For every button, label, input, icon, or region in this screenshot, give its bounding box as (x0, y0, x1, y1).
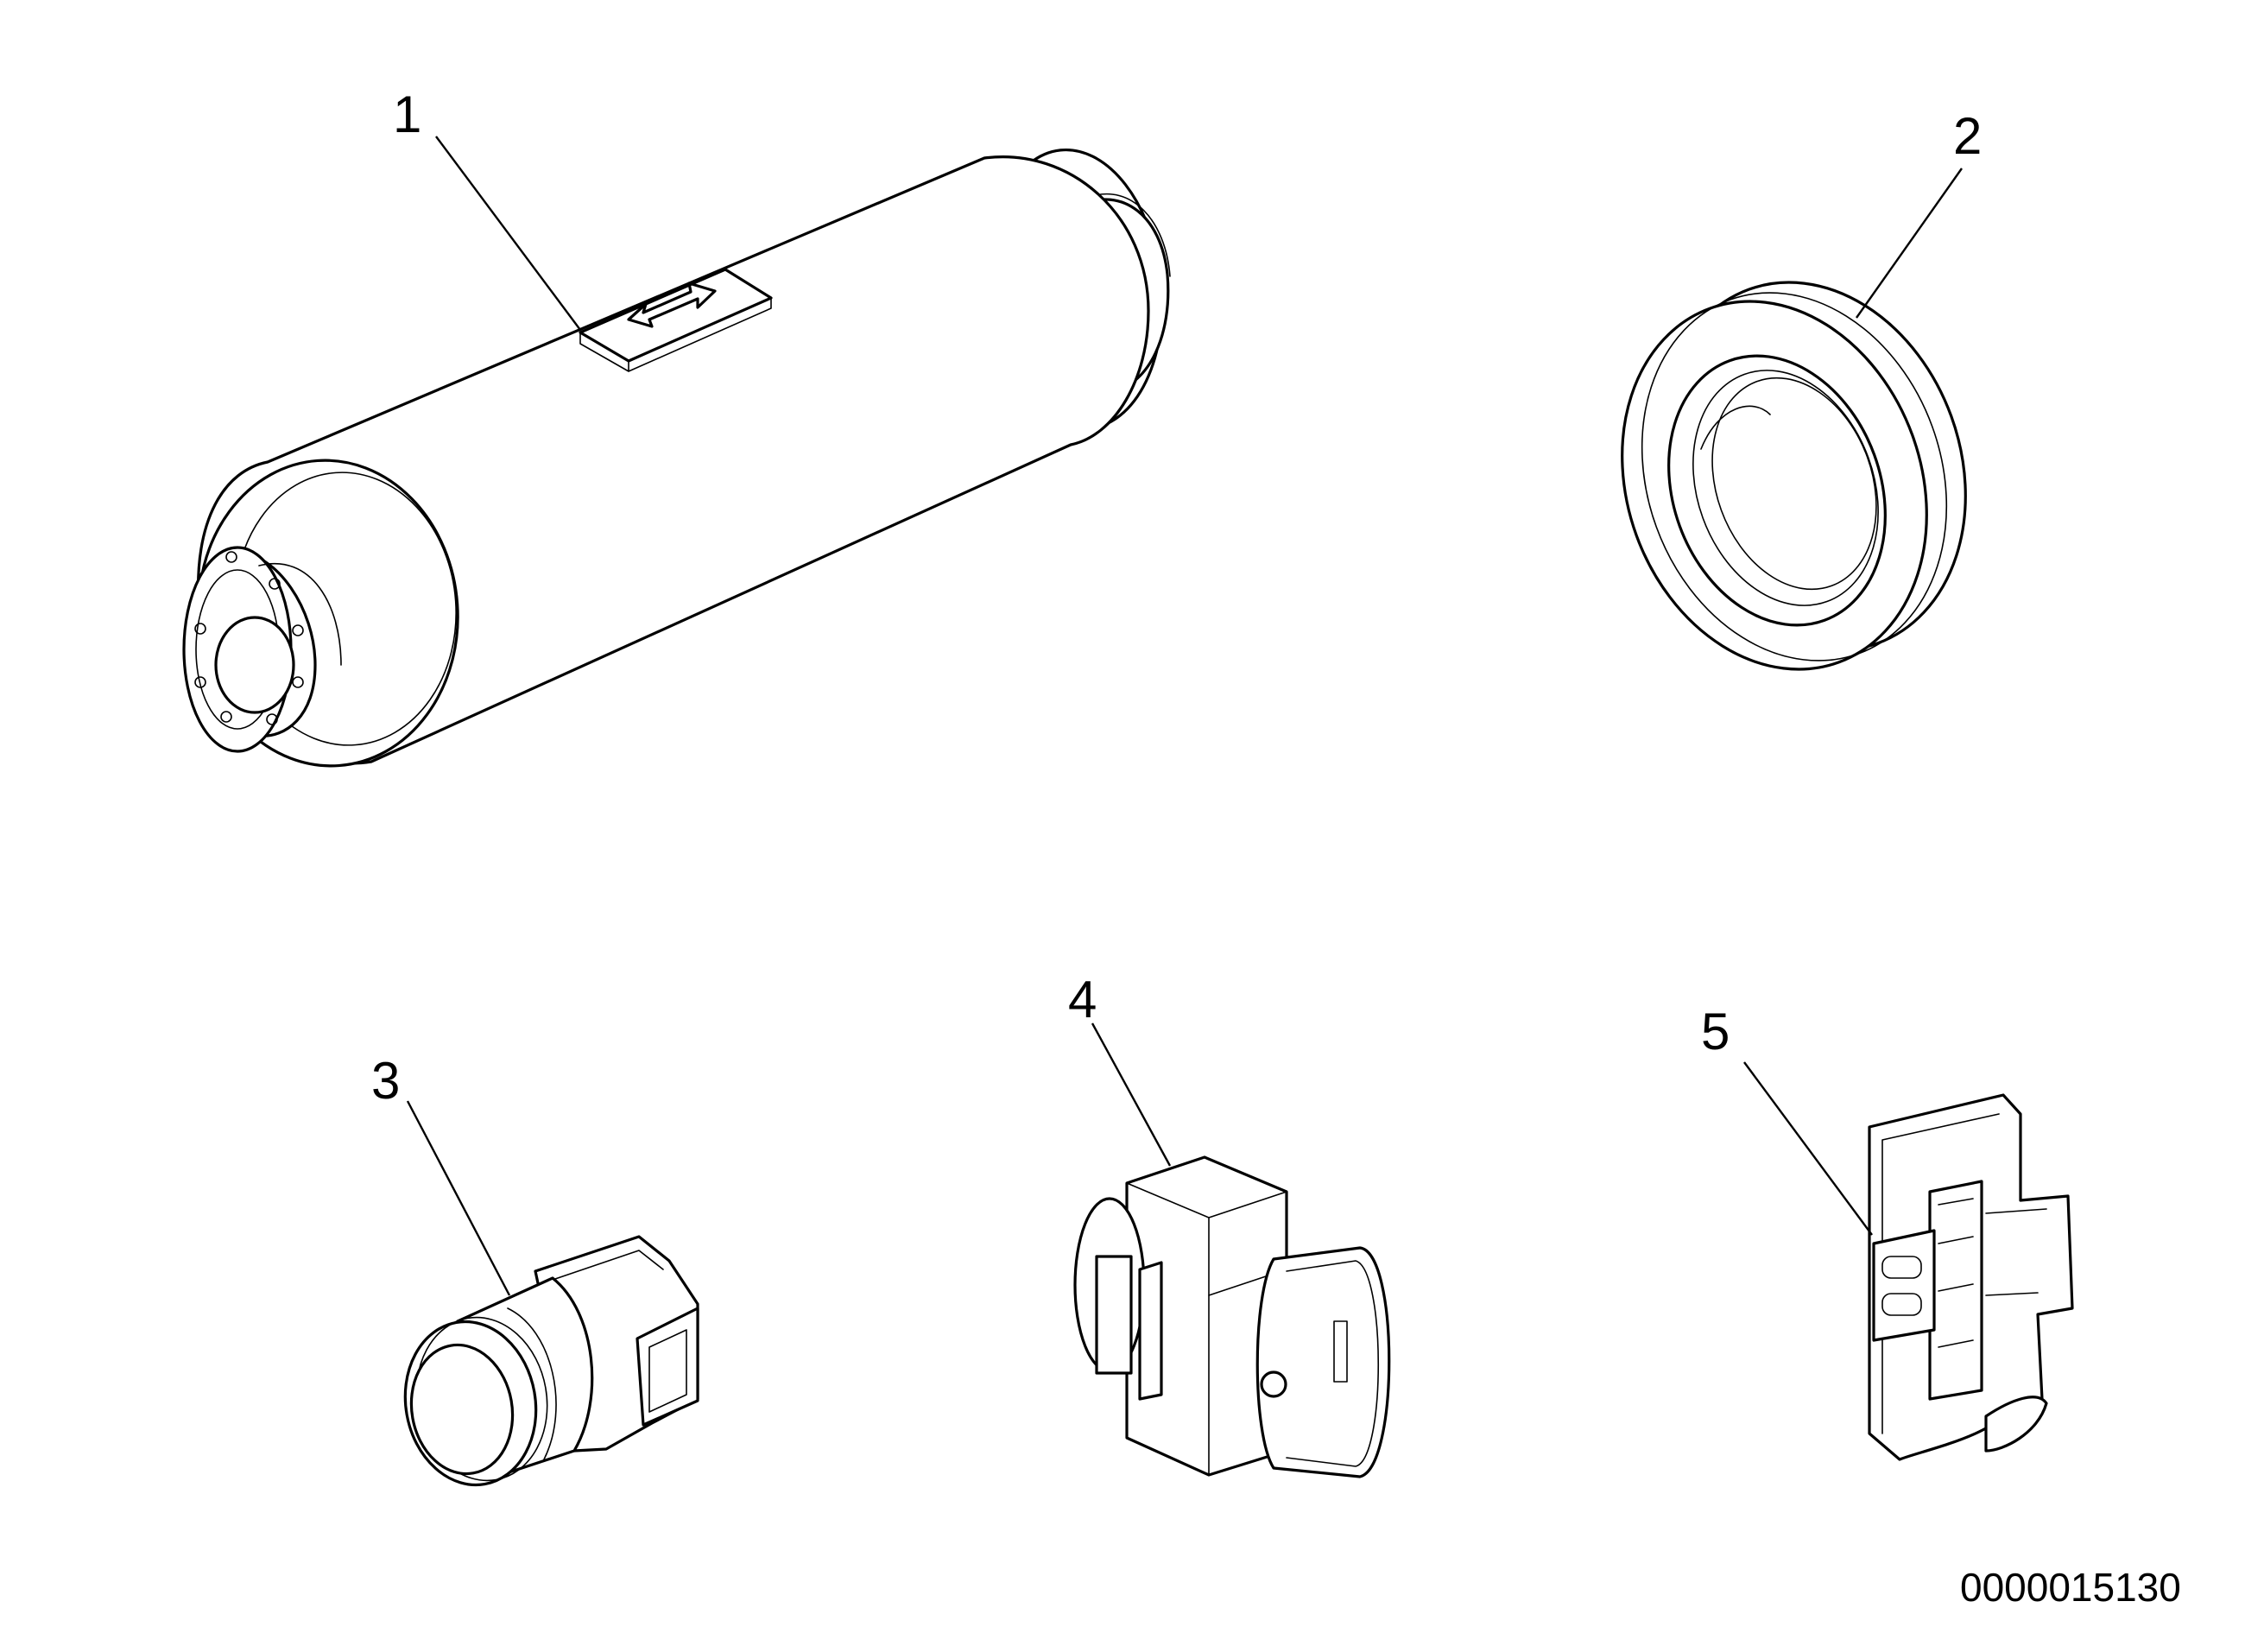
callout-label-4: 4 (1068, 971, 1097, 1029)
callout-label-2: 2 (1953, 107, 1983, 165)
latch-clip-part (1743, 1061, 2074, 1461)
callout-label-3: 3 (371, 1052, 401, 1110)
document-id: 0000015130 (1960, 1565, 2181, 1610)
connector-4-part (1073, 1022, 1391, 1478)
callout-label-5: 5 (1701, 1003, 1730, 1060)
connector-3-part (403, 1100, 699, 1487)
muffler-part (182, 136, 1171, 768)
callout-label-1: 1 (393, 85, 422, 143)
grommet-part (1621, 168, 1967, 671)
